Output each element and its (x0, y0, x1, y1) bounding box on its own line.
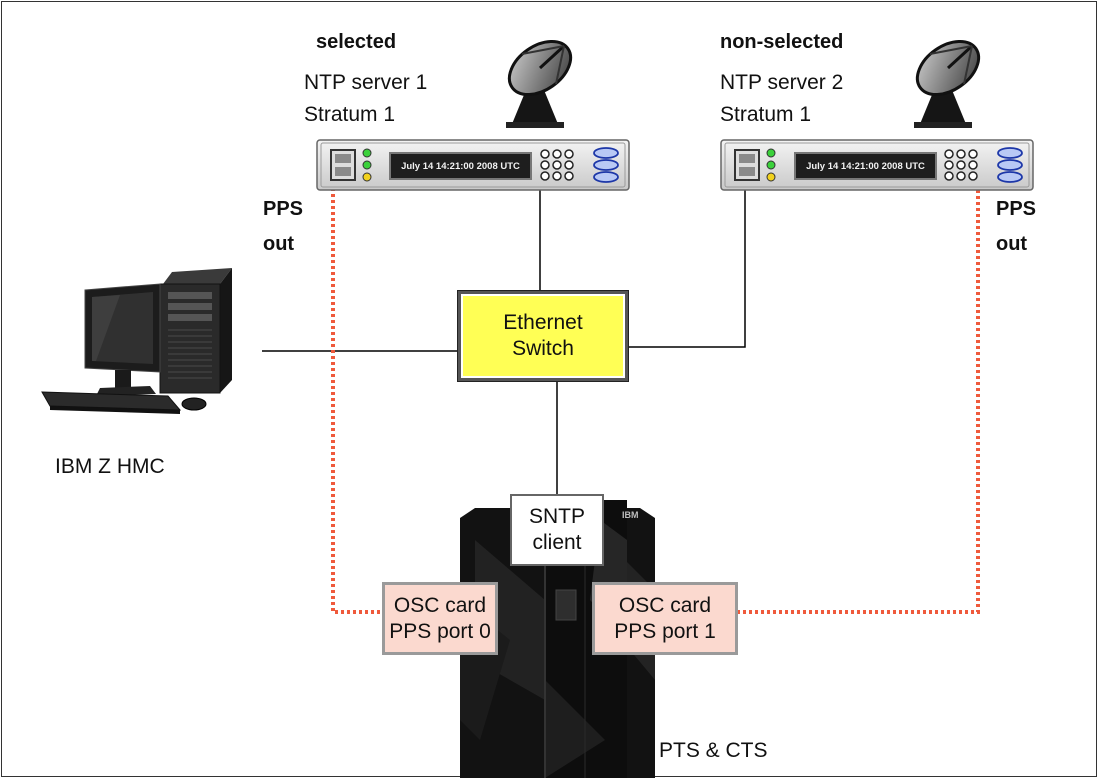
ntp1-pps-label: PPS (263, 198, 304, 220)
satellite-dish-icon (914, 39, 981, 128)
sntp-client-box: SNTP client (510, 494, 604, 566)
ethernet-switch-label-line1: Ethernet (503, 311, 583, 334)
ntp2-pps-out-label: out (996, 233, 1028, 255)
mainframe-brand-logo: IBM (622, 510, 639, 520)
osc-card-port1-label-line1: OSC card (618, 593, 712, 617)
ntp2-name-label: NTP server 2 (720, 71, 844, 94)
ntp2-stratum-label: Stratum 1 (720, 103, 812, 126)
ntp1-status-label: selected (316, 31, 397, 53)
desktop-computer-icon (41, 268, 232, 414)
osc-card-port1-box: OSC card PPS port 1 (592, 582, 738, 655)
osc-card-port1-label-line2: PPS port 1 (614, 619, 716, 643)
pps-links (331, 188, 980, 614)
osc-card-port0-label-line1: OSC card (393, 593, 487, 617)
hmc-label: IBM Z HMC (55, 455, 165, 478)
osc-card-port0-box: OSC card PPS port 0 (382, 582, 498, 655)
ethernet-switch-box: Ethernet Switch (458, 291, 628, 381)
ntp2-pps-label: PPS (996, 198, 1037, 220)
sntp-client-label-line2: client (532, 531, 582, 554)
ntp1-time-display: July 14 14:21:00 2008 UTC (389, 152, 532, 180)
ntp1-name-label: NTP server 1 (304, 71, 428, 94)
ntp2-time-display: July 14 14:21:00 2008 UTC (794, 152, 937, 180)
pps-link-ntp2-osc1 (738, 190, 980, 614)
ntp1-pps-out-label: out (263, 233, 295, 255)
pps-link-ntp1-osc0 (331, 188, 382, 614)
link-ntp2-switch (628, 190, 746, 348)
ethernet-switch-label-line2: Switch (512, 337, 574, 360)
satellite-dish-icon (506, 39, 573, 128)
ntp1-stratum-label: Stratum 1 (304, 103, 396, 126)
osc-card-port0-label-line2: PPS port 0 (389, 619, 491, 643)
ntp2-status-label: non-selected (720, 31, 844, 53)
network-links (262, 188, 746, 494)
sntp-client-label-line1: SNTP (528, 505, 585, 528)
mainframe-label: PTS & CTS (659, 739, 768, 762)
